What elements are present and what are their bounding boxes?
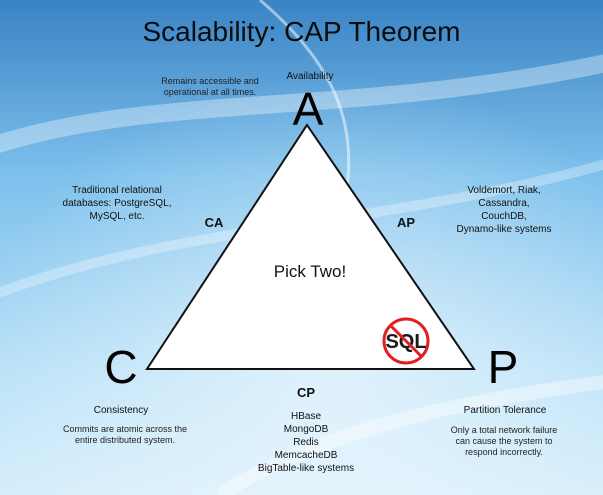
consistency-label: Consistency [93,405,149,416]
cp-label: CP [296,385,316,400]
partition-description: Only a total network failure can cause t… [450,425,558,457]
consistency-letter: C [104,341,138,393]
ca-systems: Traditional relational databases: Postgr… [62,185,172,222]
availability-letter: A [292,83,324,135]
cp-systems: HBase MongoDB Redis MemcacheDB BigTable-… [257,411,355,474]
pick-two-text: Pick Two! [273,262,347,281]
availability-label: Availability [286,71,334,82]
availability-description: Remains accessible and operational at al… [161,76,259,97]
ca-label: CA [204,215,224,230]
no-sql-badge: SQL [382,317,430,365]
partition-label: Partition Tolerance [463,405,547,416]
consistency-description: Commits are atomic across the entire dis… [62,424,188,445]
ap-label: AP [396,215,416,230]
cap-triangle [145,123,476,370]
ap-systems: Voldemort, Riak, Cassandra, CouchDB, Dyn… [456,185,552,235]
page-title: Scalability: CAP Theorem [142,16,461,47]
partition-letter: P [487,341,519,393]
